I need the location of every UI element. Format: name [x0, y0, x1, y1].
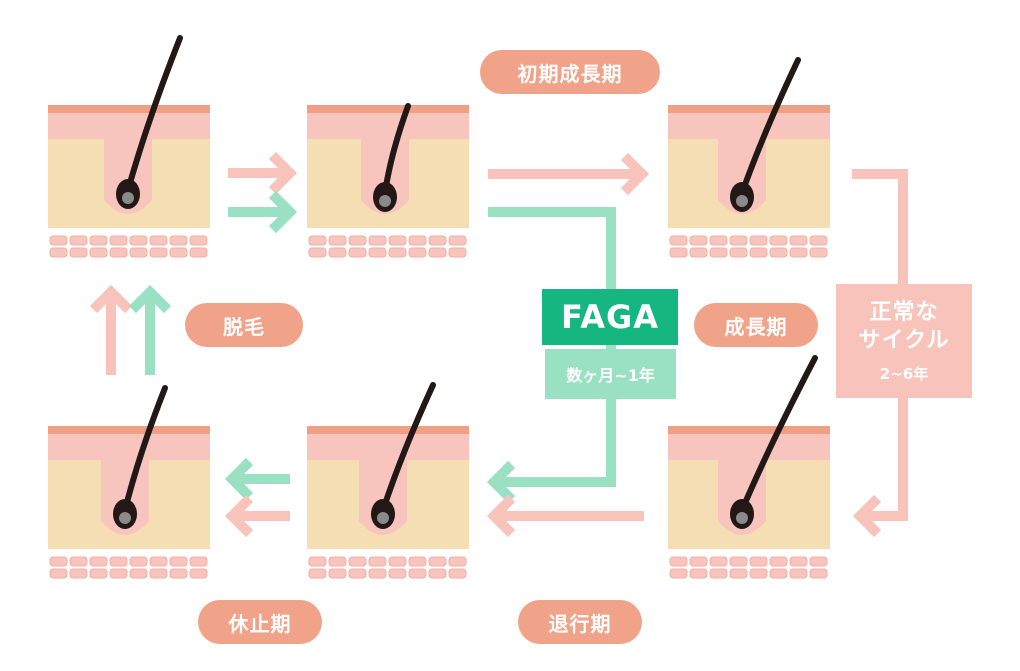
arrow-up-icon [128, 284, 172, 375]
panel-growth-2 [668, 355, 830, 579]
arrow-right-icon [228, 151, 298, 195]
arrow-left-icon [224, 494, 290, 538]
faga-duration: 数ヶ月~1年 [545, 349, 676, 399]
arrow-left-icon [224, 457, 290, 501]
arrow-right-icon [488, 152, 650, 196]
label-shedding: 脱毛 [185, 303, 303, 347]
normal-cycle-line2: サイクル [858, 327, 950, 353]
normal-cycle-duration: 2~6年 [879, 364, 929, 383]
arrow-up-icon [89, 284, 133, 375]
panel-resting [48, 385, 210, 579]
panel-shedding [48, 35, 210, 258]
label-resting: 休止期 [198, 600, 322, 644]
panel-growth [668, 57, 830, 258]
arrow-left-icon [486, 207, 616, 504]
panel-early-growth [307, 103, 469, 258]
label-growth: 成長期 [694, 303, 818, 347]
normal-cycle-line1: 正常な [869, 299, 939, 325]
label-early-growth: 初期成長期 [480, 50, 660, 94]
label-regression: 退行期 [518, 600, 642, 644]
hair-shaft [122, 385, 168, 513]
arrow-left-icon [486, 494, 644, 538]
panel-regression [307, 382, 469, 579]
arrow-right-icon [228, 190, 298, 234]
normal-cycle-box: 正常な サイクル 2~6年 [836, 284, 972, 398]
hair-shaft [380, 382, 436, 513]
hair-shaft [125, 35, 183, 193]
faga-label: FAGA [542, 289, 678, 345]
hair-shaft [739, 57, 801, 196]
hair-shaft [739, 355, 818, 513]
